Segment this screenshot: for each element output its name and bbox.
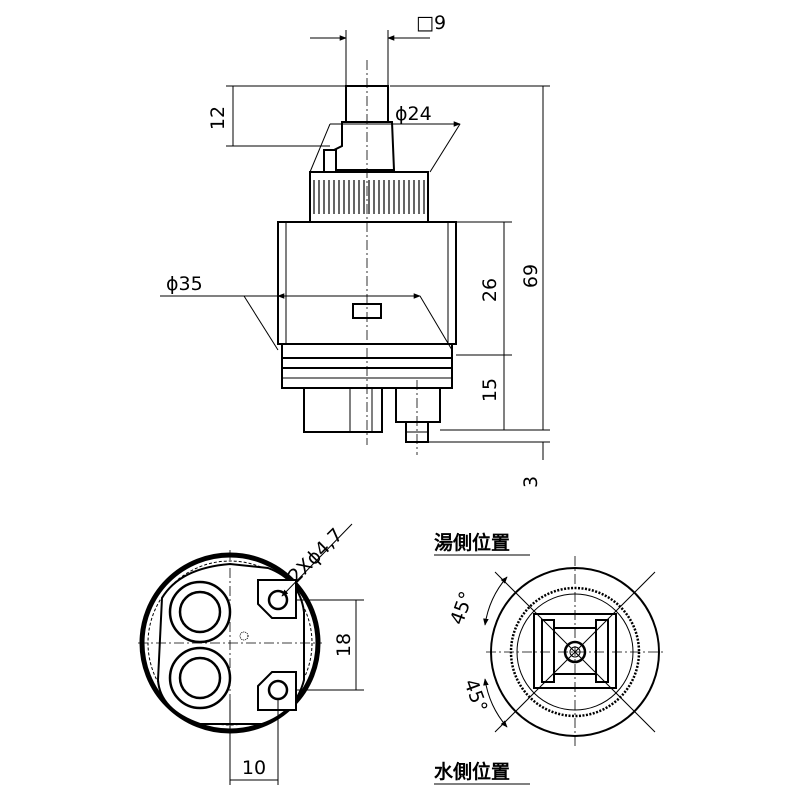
side-view: □9 12 ϕ24 ϕ35 26 15 69 3 [160, 12, 550, 488]
hole-bottom [267, 679, 289, 701]
label-hot-side: 湯側位置 [434, 531, 510, 554]
dim-height-15: 15 [479, 378, 501, 402]
dim-diameter-35: ϕ35 [166, 273, 203, 295]
dim-height-12: 12 [207, 106, 229, 130]
dim-square-9: □9 [416, 12, 446, 34]
dim-offset-10: 10 [242, 757, 266, 779]
dim-height-69: 69 [520, 264, 542, 288]
port-right [395, 387, 441, 423]
dim-height-26: 26 [479, 278, 501, 302]
dim-pitch-18: 18 [333, 633, 355, 657]
hole-top-boss [257, 579, 297, 619]
dim-height-3: 3 [520, 476, 542, 488]
stem-tab [323, 149, 337, 173]
bottom-view: 2Xϕ4,7 18 10 [138, 523, 364, 785]
stem-lever [329, 121, 396, 171]
dim-holes: 2Xϕ4,7 [284, 524, 348, 588]
angle-bottom: 45° [459, 676, 491, 715]
knurl-lines [313, 180, 425, 214]
port-left [303, 387, 383, 433]
hole-top [267, 589, 289, 611]
angle-top: 45° [446, 589, 478, 628]
label-cold-side: 水側位置 [434, 760, 510, 783]
hole-bottom-boss [257, 671, 297, 711]
top-view: 45° 45° 湯側位置 水側位置 [434, 531, 664, 785]
dim-diameter-24: ϕ24 [395, 103, 432, 125]
